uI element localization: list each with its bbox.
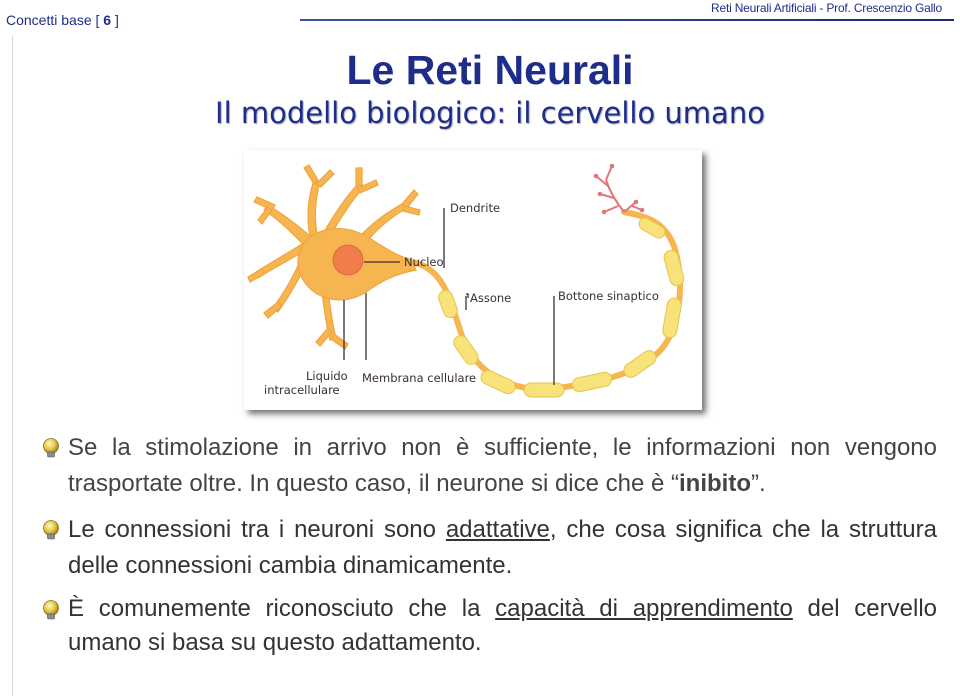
bullet-emphasis: inibito	[679, 470, 751, 497]
label-liquido-1: Liquido	[306, 369, 348, 383]
bullet-item: È comunemente riconosciuto che la capaci…	[40, 592, 937, 660]
section-label: Concetti base [	[6, 12, 100, 28]
bullet-text-2-end: , che cosa significa che la struttura de…	[68, 516, 937, 579]
neuron-diagram: Dendrite Nucleo Assone Bottone sinaptico…	[244, 150, 702, 410]
course-header: Reti Neurali Artificiali - Prof. Crescen…	[711, 1, 942, 15]
label-dendrite: Dendrite	[450, 201, 500, 215]
bullet-text-1: Se la stimolazione in arrivo non è suffi…	[68, 434, 937, 497]
bullet-text-3-end: del cervello umano si basa su questo ada…	[68, 595, 937, 656]
lightbulb-icon	[43, 438, 59, 458]
section-header: Concetti base [ 6 ]	[6, 12, 119, 28]
label-bottone: Bottone sinaptico	[558, 289, 659, 303]
label-nucleo: Nucleo	[404, 255, 444, 269]
slide-subtitle: Il modello biologico: il cervello umano	[215, 96, 765, 130]
label-liquido-2: intracellulare	[264, 383, 340, 397]
link-capacita-apprendimento[interactable]: capacità di apprendimento	[495, 595, 793, 622]
bullet-text-1-end: ”.	[751, 470, 766, 497]
slide-title: Le Reti Neurali	[346, 47, 634, 93]
section-close: ]	[114, 12, 119, 28]
left-rule	[12, 36, 13, 696]
bullet-list: Se la stimolazione in arrivo non è suffi…	[40, 430, 937, 660]
bullet-text-2: Le connessioni tra i neuroni sono	[68, 516, 446, 543]
lightbulb-icon	[43, 520, 59, 540]
bullet-text-3: È comunemente riconosciuto che la	[68, 595, 496, 622]
label-assone: Assone	[470, 291, 511, 305]
neuron-illustration: Dendrite Nucleo Assone Bottone sinaptico…	[247, 163, 685, 398]
link-adattative[interactable]: adattative	[445, 516, 550, 543]
label-membrana: Membrana cellulare	[362, 371, 476, 385]
lightbulb-icon	[43, 600, 59, 620]
bullet-item: Le connessioni tra i neuroni sono adatta…	[40, 512, 937, 584]
bullet-item: Se la stimolazione in arrivo non è suffi…	[40, 430, 937, 502]
page-number: 6	[103, 12, 112, 28]
header-divider	[300, 19, 954, 21]
